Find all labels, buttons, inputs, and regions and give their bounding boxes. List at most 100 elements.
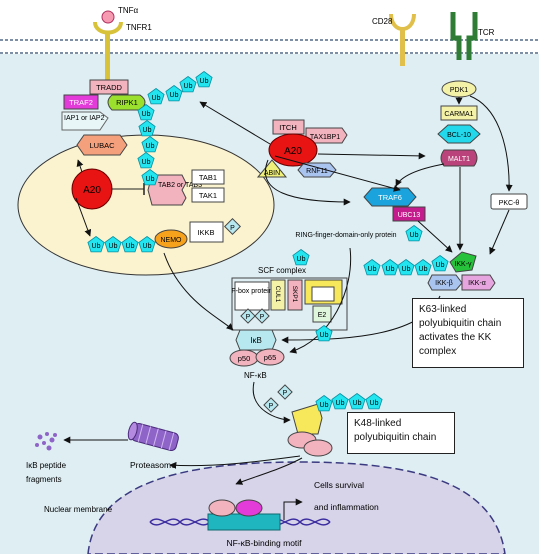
traf2 bbox=[63, 94, 99, 110]
scf-title: SCF complex bbox=[258, 266, 306, 275]
deg-phospho-1 bbox=[263, 397, 279, 413]
k48-note-text: K48-linked polyubiquitin chain bbox=[354, 418, 437, 443]
svg-text:Ub: Ub bbox=[146, 176, 155, 183]
p65 bbox=[255, 348, 285, 366]
svg-text:Ub: Ub bbox=[109, 243, 118, 250]
svg-text:Ub: Ub bbox=[143, 243, 152, 250]
svg-text:Ub: Ub bbox=[402, 266, 411, 273]
ub-20: Ub bbox=[292, 249, 310, 266]
ub-12: Ub bbox=[121, 236, 139, 253]
pkc-theta bbox=[490, 193, 528, 210]
oval-phospho bbox=[224, 218, 241, 235]
tnfa-ligand: TNFα bbox=[101, 6, 139, 24]
svg-text:TCR: TCR bbox=[478, 28, 495, 37]
ub-15: Ub bbox=[363, 259, 381, 276]
k63-note: K63-linked polyubiquitin chain activates… bbox=[412, 298, 524, 368]
ub-9: Ub bbox=[141, 169, 159, 186]
svg-text:A20: A20 bbox=[83, 185, 101, 196]
svg-text:P: P bbox=[230, 225, 235, 232]
skp1 bbox=[287, 279, 303, 311]
svg-text:Ub: Ub bbox=[419, 266, 428, 273]
outcome-label: Cells survival and inflammation bbox=[314, 480, 379, 512]
svg-text:CARMA1: CARMA1 bbox=[444, 111, 473, 118]
svg-text:RNF11: RNF11 bbox=[306, 168, 328, 175]
ub-6: Ub bbox=[138, 120, 156, 137]
svg-text:P: P bbox=[246, 314, 251, 321]
svg-text:TAB2 or TAB3: TAB2 or TAB3 bbox=[158, 182, 202, 189]
k48-note: K48-linked polyubiquitin chain bbox=[347, 412, 455, 454]
svg-text:p65: p65 bbox=[264, 353, 277, 362]
ub-17: Ub bbox=[397, 259, 415, 276]
svg-text:TAB1: TAB1 bbox=[199, 173, 217, 182]
fragments-line-2: fragments bbox=[26, 475, 62, 484]
nuc-p50 bbox=[208, 499, 236, 517]
ub-22: Ub bbox=[315, 395, 333, 412]
malt1 bbox=[440, 149, 478, 167]
deg-p65 bbox=[303, 439, 333, 457]
nemo bbox=[154, 229, 188, 249]
svg-text:TRAF2: TRAF2 bbox=[69, 98, 93, 107]
svg-text:SKP1: SKP1 bbox=[291, 286, 298, 303]
svg-text:IKK-α: IKK-α bbox=[468, 280, 486, 287]
ikk-beta bbox=[427, 274, 463, 291]
ub-7: Ub bbox=[141, 136, 159, 153]
lubac bbox=[76, 134, 128, 156]
ub-21: Ub bbox=[315, 325, 333, 342]
svg-text:Ub: Ub bbox=[152, 95, 161, 102]
deg-ikb bbox=[291, 403, 323, 435]
svg-text:Ub: Ub bbox=[184, 83, 193, 90]
nfkb-binding-motif bbox=[207, 513, 281, 531]
svg-text:Ub: Ub bbox=[126, 243, 135, 250]
peptide-fragments bbox=[35, 432, 57, 451]
svg-text:E2: E2 bbox=[318, 312, 327, 319]
svg-text:IKK-β: IKK-β bbox=[435, 280, 453, 287]
svg-text:F-box protein: F-box protein bbox=[231, 288, 272, 295]
svg-text:IKKB: IKKB bbox=[197, 228, 214, 237]
svg-text:RIPK1: RIPK1 bbox=[116, 98, 138, 107]
ubc13 bbox=[392, 206, 426, 222]
svg-text:Ub: Ub bbox=[146, 143, 155, 150]
ikk-alpha bbox=[461, 274, 496, 291]
ub-1: Ub bbox=[147, 88, 165, 105]
ikb-phospho-1 bbox=[240, 308, 256, 324]
svg-text:Ub: Ub bbox=[142, 159, 151, 166]
svg-text:TRADD: TRADD bbox=[96, 83, 122, 92]
svg-text:UBC13: UBC13 bbox=[398, 212, 421, 219]
e2 bbox=[312, 305, 332, 323]
iap bbox=[61, 111, 109, 131]
svg-text:p50: p50 bbox=[238, 354, 251, 363]
svg-text:P: P bbox=[269, 403, 274, 410]
svg-text:Ub: Ub bbox=[386, 266, 395, 273]
ub-8: Ub bbox=[137, 152, 155, 169]
tab1 bbox=[191, 169, 225, 185]
outcome-line-1: Cells survival bbox=[314, 480, 364, 490]
motif-label: NF-κB-binding motif bbox=[226, 538, 302, 548]
fragments-line-1: IκB peptide bbox=[26, 461, 67, 470]
ikb-phospho-2 bbox=[254, 308, 270, 324]
ub-14: Ub bbox=[405, 225, 423, 242]
svg-text:Ub: Ub bbox=[320, 402, 329, 409]
bcl10 bbox=[437, 124, 481, 144]
svg-text:ITCH: ITCH bbox=[279, 123, 297, 132]
ikkb bbox=[189, 221, 224, 243]
fragments-label: IκB peptide fragments bbox=[26, 461, 68, 484]
ub-11: Ub bbox=[104, 236, 122, 253]
tcr-receptor: TCR bbox=[450, 12, 495, 60]
transcription-arrow bbox=[283, 498, 303, 520]
rnf11 bbox=[297, 162, 337, 178]
ub-16: Ub bbox=[381, 259, 399, 276]
ub-2: Ub bbox=[165, 85, 183, 102]
svg-text:A20: A20 bbox=[284, 146, 302, 157]
svg-text:Ub: Ub bbox=[353, 400, 362, 407]
arrows bbox=[63, 95, 513, 485]
svg-text:MALT1: MALT1 bbox=[448, 156, 470, 163]
svg-text:Ub: Ub bbox=[320, 332, 329, 339]
svg-text:Ub: Ub bbox=[142, 111, 151, 118]
ub-5: Ub bbox=[137, 104, 155, 121]
svg-text:Ub: Ub bbox=[170, 92, 179, 99]
svg-text:Ub: Ub bbox=[297, 256, 306, 263]
ub-13: Ub bbox=[138, 236, 156, 253]
svg-text:P: P bbox=[260, 314, 265, 321]
svg-text:TRAF6: TRAF6 bbox=[378, 193, 402, 202]
